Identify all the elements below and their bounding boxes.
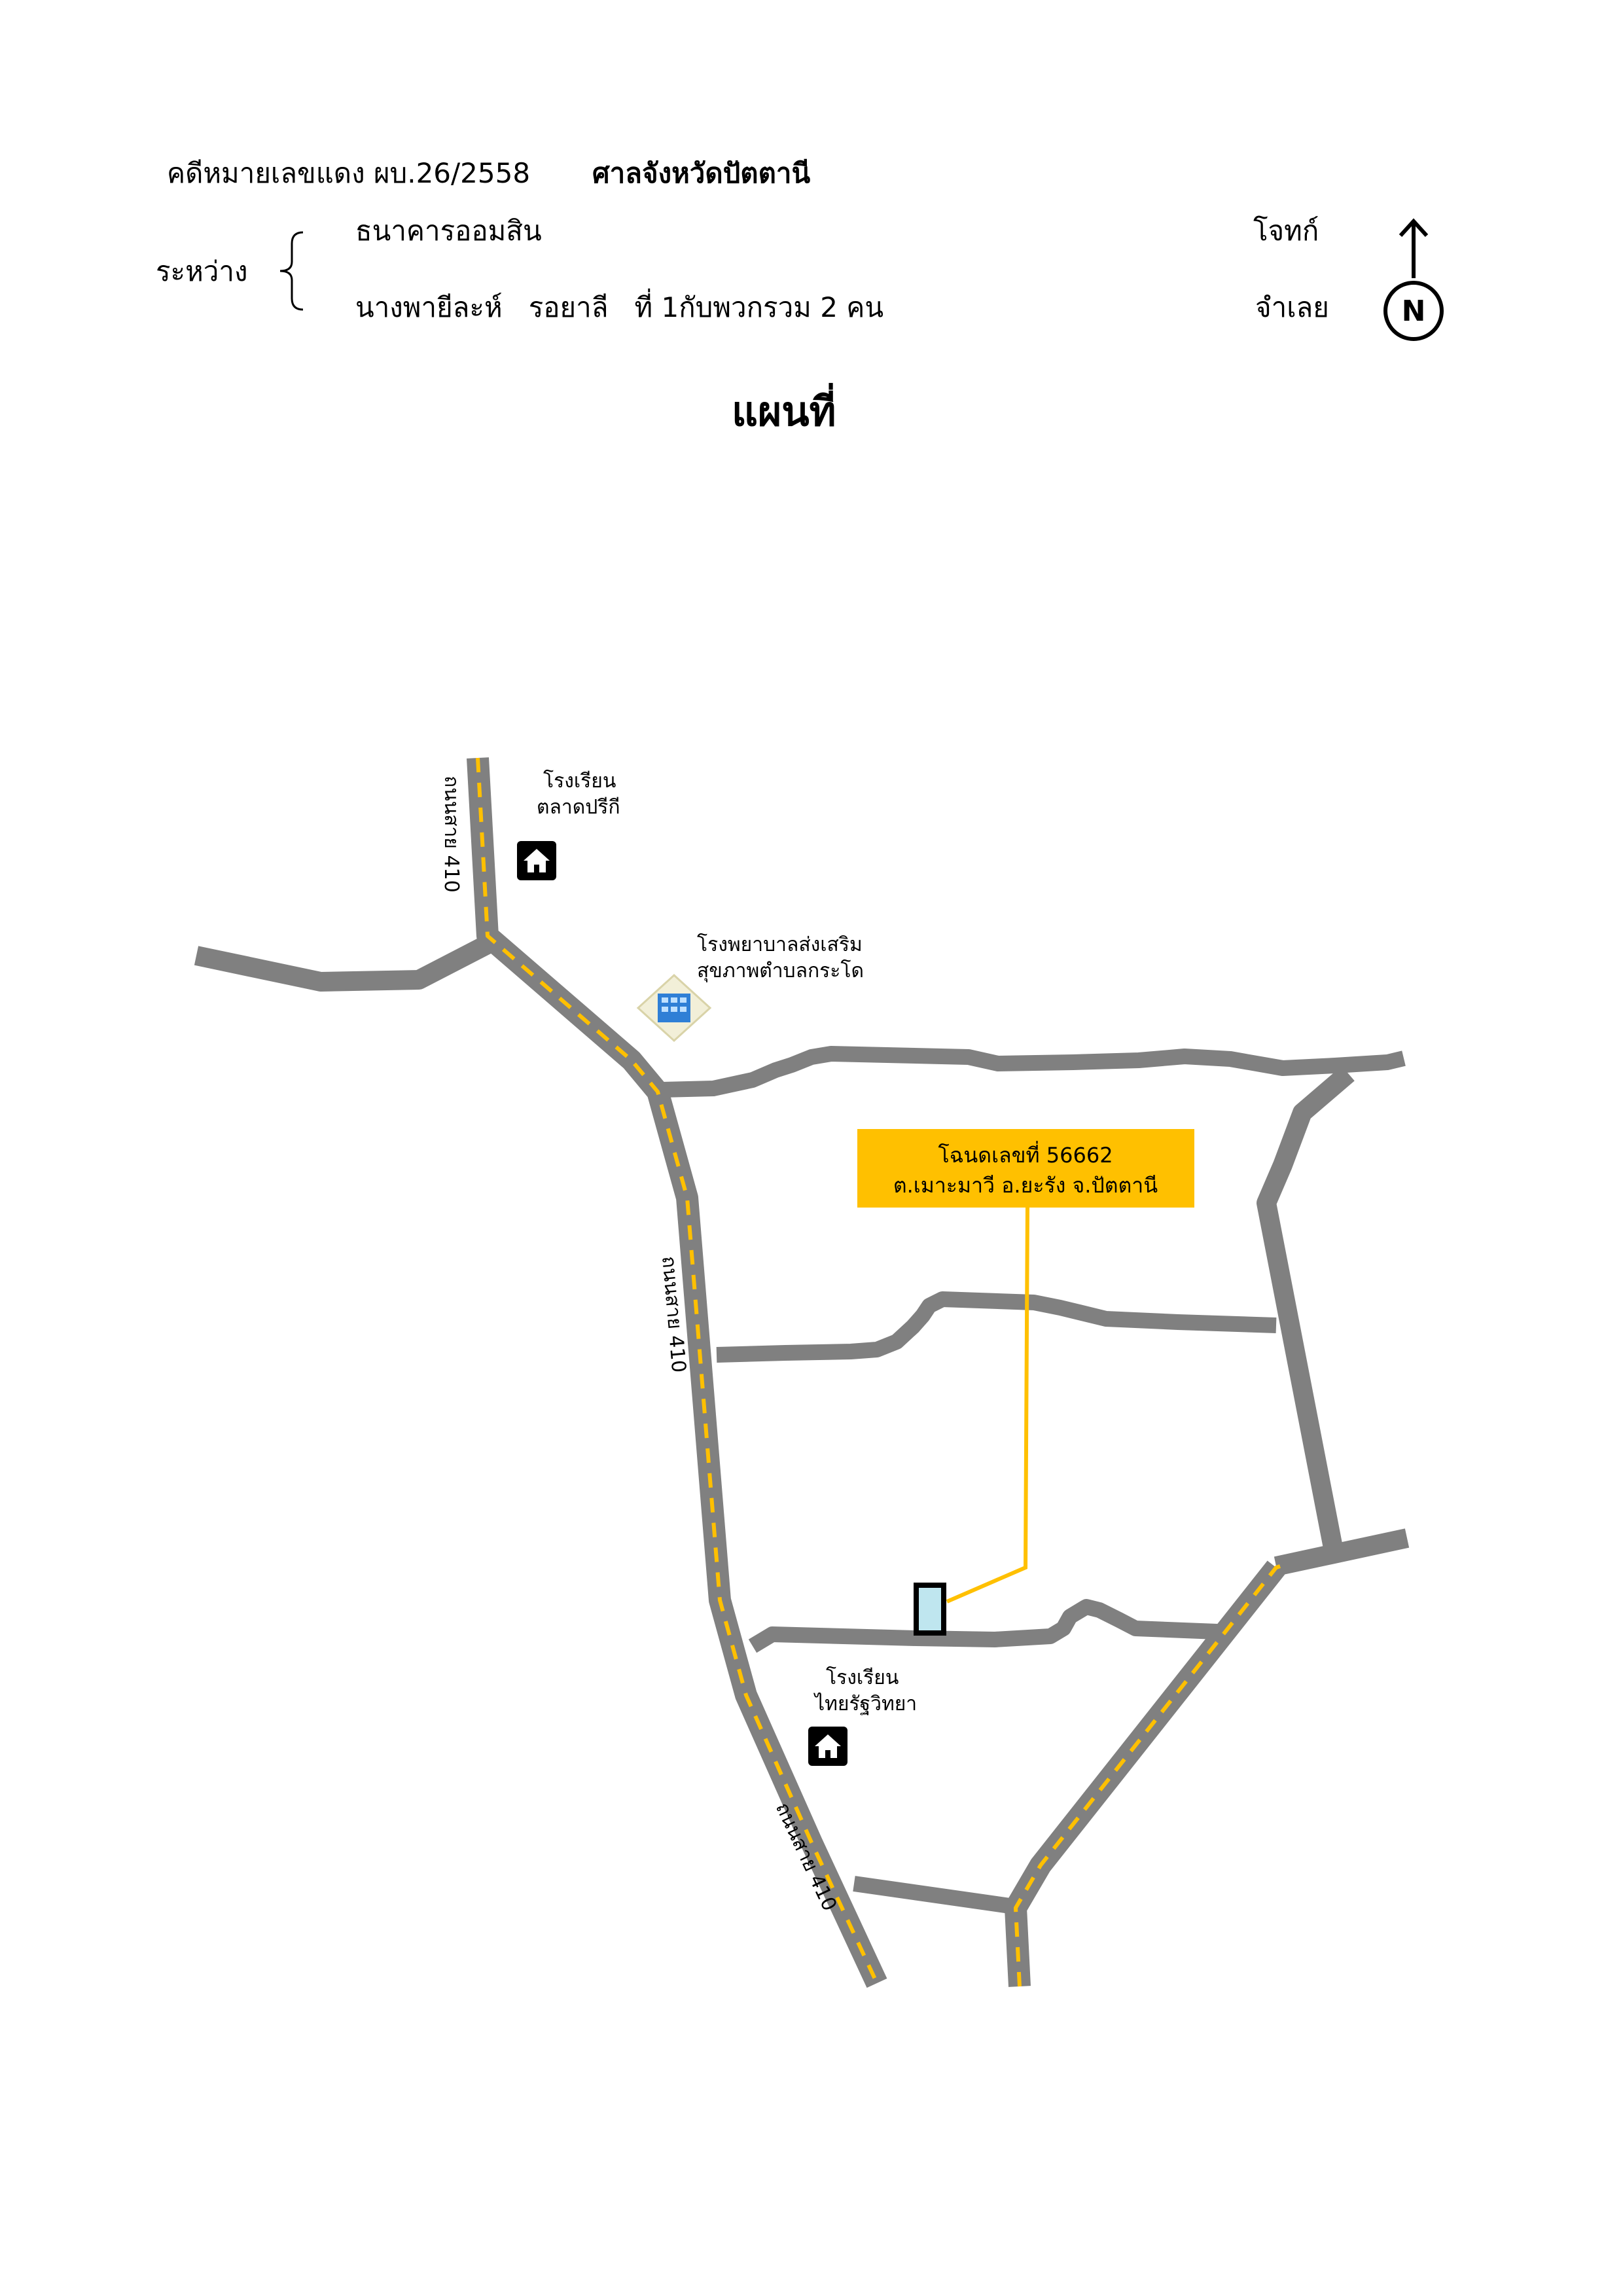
defendant-name: นางพายีละห์ รอยาลี ที่ 1กับพวกรวม 2 คน — [355, 291, 884, 323]
case-number: คดีหมายเลขแดง ผบ.26/2558 — [167, 157, 531, 189]
road-east-connector — [1274, 1528, 1410, 1576]
brace-icon — [279, 231, 304, 311]
road-west — [194, 930, 502, 992]
school-2-label-line2: ไทยรัฐวิทยา — [813, 1692, 917, 1715]
parcel-callout-line2: ต.เมาะมาวี อ.ยะรัง จ.ปัตตานี — [893, 1173, 1158, 1198]
plaintiff-role: โจทก์ — [1253, 215, 1319, 247]
road-label-410-north: ถนนสาย 410 — [440, 776, 463, 893]
parcel-leader-line — [946, 1207, 1029, 1604]
north-arrow-icon: N — [1383, 218, 1444, 341]
parcel-callout-line1: โฉนดเลขที่ 56662 — [938, 1141, 1113, 1168]
defendant-role: จำเลย — [1255, 291, 1329, 323]
road-parcel — [748, 1599, 1218, 1653]
school-icon — [517, 841, 556, 880]
hospital-label-line2: สุขภาพตำบลกระโด — [697, 959, 864, 983]
highway-diagonal-centerline — [1014, 1562, 1287, 1987]
road-east — [1257, 1066, 1355, 1560]
road-middle — [716, 1291, 1277, 1363]
parcel-callout-box — [857, 1129, 1194, 1208]
court-name: ศาลจังหวัดปัตตานี — [592, 157, 811, 189]
hospital-icon — [636, 973, 712, 1043]
page-title: แผนที่ — [732, 387, 836, 435]
hospital-label-line1: โรงพยาบาลส่งเสริม — [697, 933, 863, 956]
school-icon — [808, 1727, 847, 1766]
school-1-label-line2: ตลาดปรีกี — [537, 796, 620, 819]
land-parcel-icon — [914, 1583, 946, 1636]
north-letter: N — [1402, 295, 1426, 328]
road-south — [853, 1876, 1016, 1914]
school-2-label-line1: โรงเรียน — [826, 1666, 899, 1689]
road-north-east — [660, 1046, 1406, 1098]
school-1-label-line1: โรงเรียน — [543, 769, 616, 793]
plaintiff-name: ธนาคารออมสิน — [355, 215, 542, 247]
between-label: ระหว่าง — [156, 255, 248, 287]
highway-410-centerline — [476, 757, 879, 1984]
